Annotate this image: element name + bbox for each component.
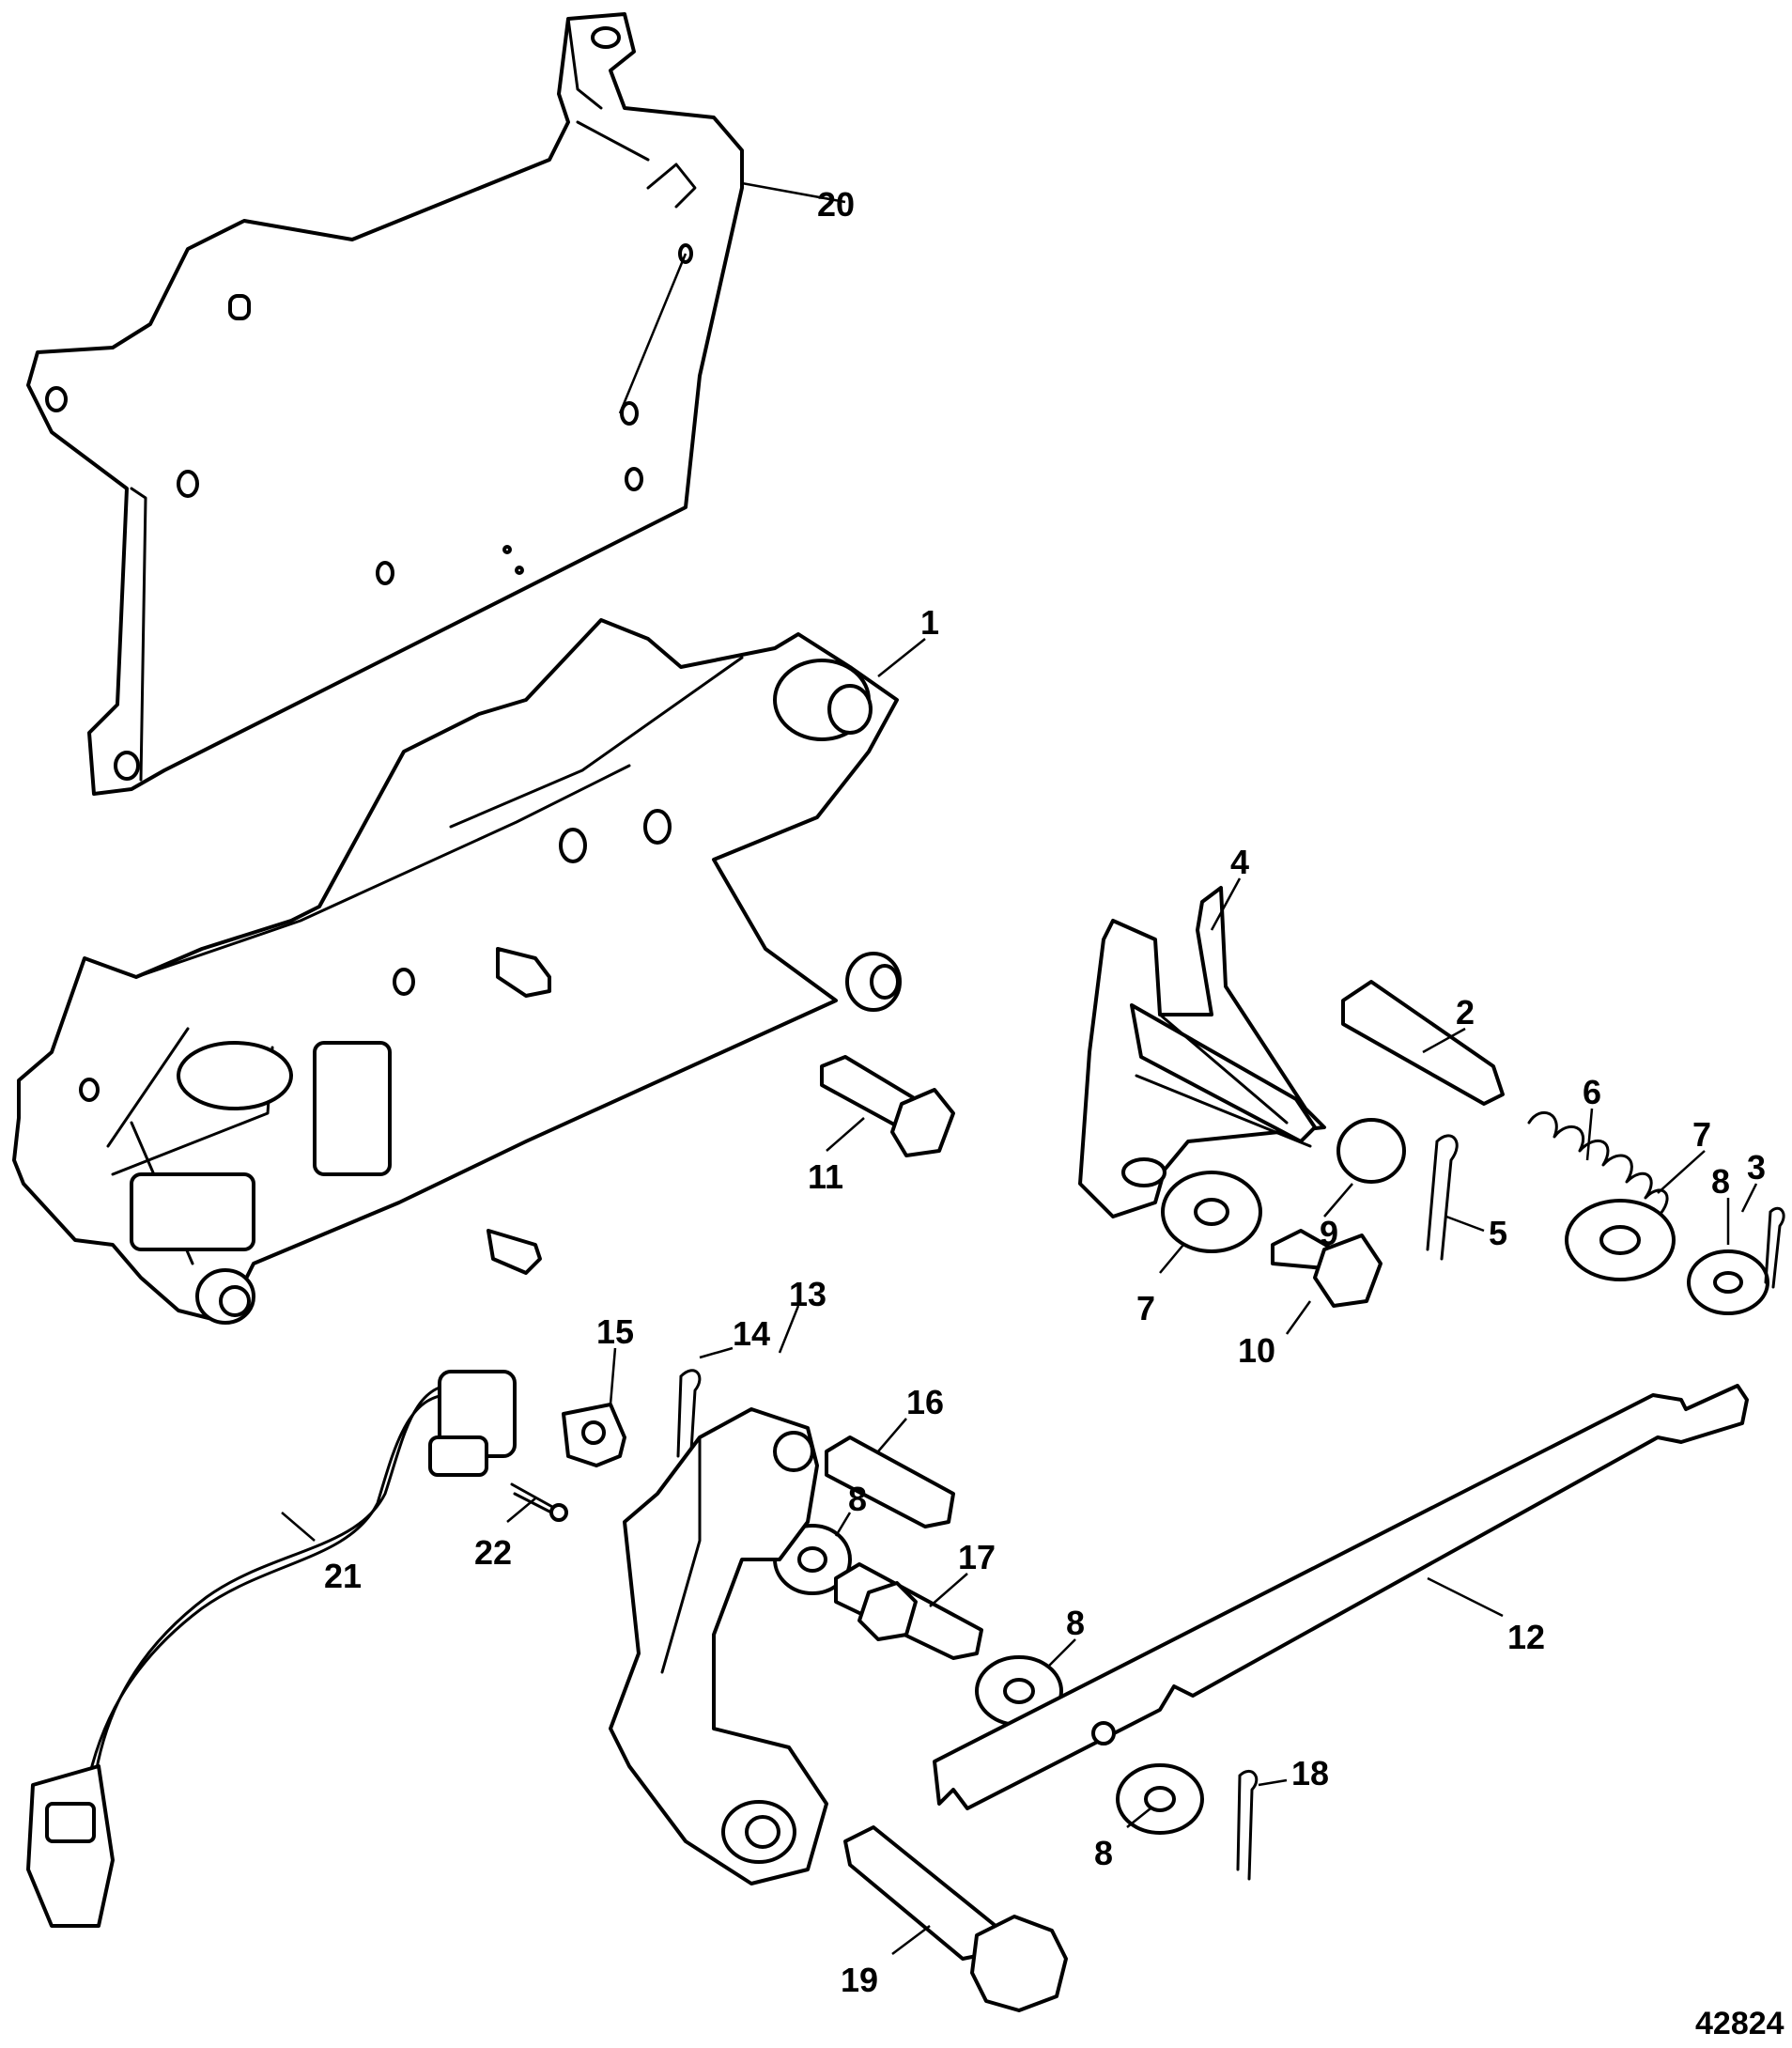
leader-lines — [281, 181, 1758, 1955]
mounting-bracket-icon — [26, 12, 744, 796]
pin-icon — [825, 1435, 983, 1660]
callout-7a: 7 — [1692, 1115, 1711, 1154]
callout-labels: 1 2 3 4 5 6 7 7 8 8 8 8 9 10 11 12 13 14… — [324, 185, 1784, 2041]
callout-8d: 8 — [1094, 1834, 1113, 1872]
washer-icon — [773, 1171, 1769, 1835]
callout-8c: 8 — [1066, 1604, 1085, 1642]
spacer-icon — [1336, 1118, 1406, 1184]
callout-13: 13 — [789, 1275, 826, 1313]
callout-4: 4 — [1230, 843, 1249, 881]
callout-14: 14 — [733, 1314, 770, 1353]
figure-number: 42824 — [1695, 2006, 1784, 2041]
bushing-icon — [562, 1403, 626, 1467]
callout-21: 21 — [324, 1557, 362, 1595]
callout-5: 5 — [1489, 1214, 1507, 1252]
callout-7b: 7 — [1136, 1289, 1155, 1327]
callout-18: 18 — [1291, 1754, 1329, 1792]
detent-block-icon — [1078, 886, 1326, 1218]
shift-lever-icon — [12, 618, 902, 1325]
callout-6: 6 — [1583, 1073, 1601, 1111]
callout-12: 12 — [1507, 1618, 1545, 1656]
callout-8a: 8 — [1711, 1162, 1730, 1201]
shift-rod-icon — [933, 1384, 1749, 1810]
callout-11: 11 — [808, 1157, 843, 1196]
switch-connector-icon — [26, 1370, 517, 1928]
callout-16: 16 — [906, 1383, 944, 1421]
callout-1: 1 — [920, 603, 939, 642]
callout-3: 3 — [1747, 1148, 1766, 1187]
spring-icon — [1527, 1110, 1669, 1216]
callout-2: 2 — [1456, 993, 1475, 1032]
callout-20: 20 — [817, 185, 855, 224]
callout-17: 17 — [958, 1538, 996, 1576]
link-arm-icon — [609, 1407, 828, 1885]
screw-icon — [510, 1482, 568, 1522]
pin-icon — [1341, 980, 1505, 1106]
cotter-pin-icon — [676, 1134, 1785, 1881]
bolt-icon — [820, 1055, 1383, 1308]
callout-15: 15 — [596, 1312, 634, 1351]
callout-8b: 8 — [848, 1480, 867, 1518]
callout-10: 10 — [1238, 1331, 1275, 1370]
bolt-icon — [843, 1825, 1068, 2012]
callout-9: 9 — [1320, 1214, 1338, 1252]
callout-19: 19 — [841, 1961, 878, 1999]
callout-22: 22 — [474, 1533, 512, 1572]
